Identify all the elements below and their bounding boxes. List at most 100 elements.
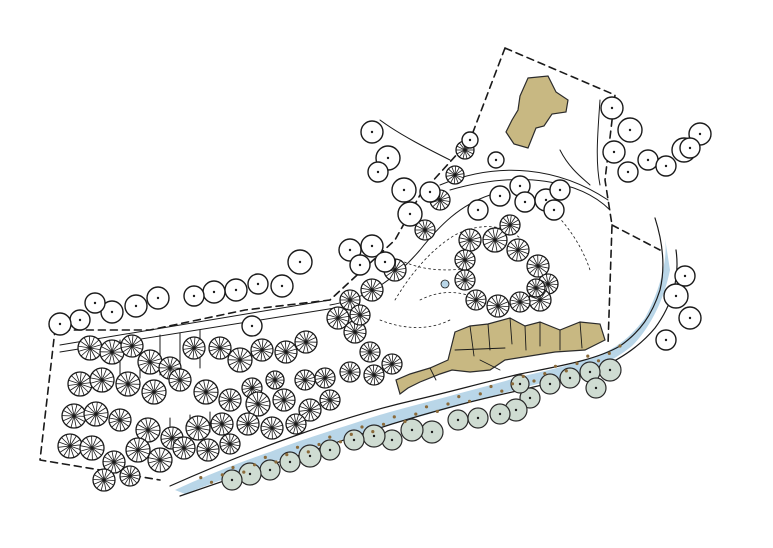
bank-shrub: [317, 442, 321, 447]
tree-canopy-layer: [48, 96, 712, 492]
deciduous-tree: [360, 120, 384, 144]
dense-tree: [326, 306, 350, 330]
riparian-tree: [279, 451, 301, 473]
bank-shrub: [607, 351, 611, 355]
dense-tree: [349, 304, 371, 326]
deciduous-tree: [663, 283, 689, 309]
dense-tree: [108, 408, 132, 432]
dense-tree: [274, 340, 298, 364]
deciduous-tree: [461, 131, 479, 149]
dense-tree: [208, 336, 232, 360]
dense-tree: [182, 336, 206, 360]
dense-tree: [120, 334, 144, 358]
dense-tree: [92, 468, 116, 492]
dense-tree: [499, 214, 521, 236]
bank-shrub: [242, 470, 246, 474]
dense-tree: [339, 289, 361, 311]
dense-tree: [245, 391, 271, 417]
dense-tree: [506, 238, 530, 262]
riparian-tree: [420, 420, 444, 444]
dense-tree: [381, 353, 403, 375]
dense-tree: [298, 398, 322, 422]
deciduous-tree: [674, 265, 696, 287]
dense-tree: [363, 364, 385, 386]
dense-tree: [526, 278, 546, 298]
deciduous-tree: [678, 306, 702, 330]
deciduous-tree: [247, 273, 269, 295]
riparian-tree: [221, 469, 243, 491]
bank-shrub: [338, 440, 343, 444]
dense-tree: [343, 320, 367, 344]
deciduous-tree: [349, 254, 371, 276]
bank-shrub: [403, 419, 407, 424]
bank-shrub: [564, 369, 568, 373]
dense-tree: [294, 330, 318, 354]
deciduous-tree: [679, 137, 701, 159]
dense-tree: [339, 361, 361, 383]
deciduous-tree: [549, 179, 571, 201]
deciduous-tree: [600, 96, 624, 120]
dense-tree: [236, 412, 260, 436]
deciduous-tree: [48, 312, 72, 336]
bank-shrub: [489, 384, 493, 389]
bank-shrub: [478, 392, 482, 396]
deciduous-tree: [487, 151, 505, 169]
deciduous-tree: [419, 181, 441, 203]
bank-shrub: [596, 359, 601, 363]
dense-tree: [314, 367, 336, 389]
dense-tree: [294, 369, 316, 391]
bank-shrub: [349, 432, 353, 436]
dense-tree: [196, 438, 220, 462]
deciduous-tree: [183, 285, 205, 307]
dense-tree: [115, 371, 141, 397]
bank-shrub: [306, 450, 310, 454]
deciduous-tree: [202, 280, 226, 304]
deciduous-tree: [391, 177, 417, 203]
riparian-tree: [362, 424, 386, 448]
riparian-tree: [598, 358, 622, 382]
riparian-tree: [467, 407, 489, 429]
dense-tree: [250, 338, 274, 362]
dense-tree: [193, 379, 219, 405]
dense-tree: [61, 403, 87, 429]
bank-shrub: [360, 425, 364, 429]
dense-tree: [285, 413, 307, 435]
deciduous-tree: [602, 140, 626, 164]
bank-shrub: [285, 453, 289, 457]
dense-tree: [168, 368, 192, 392]
deciduous-tree: [489, 185, 511, 207]
dense-tree: [185, 415, 211, 441]
deciduous-tree: [637, 149, 659, 171]
dense-tree: [89, 367, 115, 393]
bank-shrub: [328, 435, 332, 439]
dense-tree: [482, 227, 508, 253]
bank-shrub: [424, 405, 429, 409]
bank-shrub: [446, 402, 450, 406]
deciduous-tree: [287, 249, 313, 275]
dense-tree: [458, 228, 482, 252]
dense-tree: [526, 254, 550, 278]
dense-tree: [414, 219, 436, 241]
stream-water: [175, 238, 670, 494]
dense-tree: [265, 370, 285, 390]
deciduous-tree: [241, 315, 263, 337]
dense-tree: [454, 249, 476, 271]
bank-shrub: [618, 344, 622, 348]
dense-tree: [125, 437, 151, 463]
deciduous-tree: [397, 201, 423, 227]
dense-tree: [57, 433, 83, 459]
site-boundary: [39, 47, 661, 481]
bank-shrub: [209, 480, 214, 484]
riparian-tree: [489, 403, 511, 425]
bank-shrub: [586, 354, 590, 358]
dense-tree: [119, 465, 141, 487]
bank-shrub: [263, 455, 267, 459]
dense-tree: [454, 269, 476, 291]
deciduous-tree: [617, 117, 643, 143]
dense-tree: [77, 335, 103, 361]
deciduous-tree: [467, 199, 489, 221]
bank-shrub: [553, 364, 558, 368]
riparian-tree: [447, 409, 469, 431]
dense-tree: [509, 291, 531, 313]
